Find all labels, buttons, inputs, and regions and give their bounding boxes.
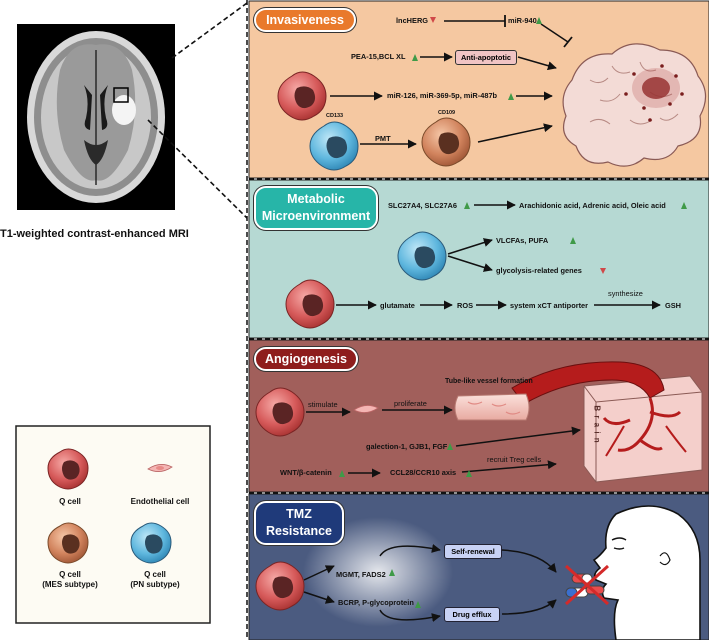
cd109-label: CD109	[438, 110, 456, 116]
metabolic-title-box: Metabolic Microenvironment	[254, 186, 378, 230]
legend-box	[15, 425, 211, 624]
up-arrow-icon	[466, 470, 472, 477]
gsh-label: GSH	[665, 301, 682, 310]
treg-label: recruit Treg cells	[487, 455, 542, 464]
brain-tissue-block	[583, 375, 703, 483]
anti-apoptotic-box: Anti-apoptotic	[455, 50, 517, 65]
metabolic-pn-cell	[397, 231, 447, 281]
down-arrow-icon	[600, 268, 606, 274]
pills-crossed	[564, 564, 610, 606]
pmt-label: PMT	[375, 134, 391, 143]
cd133-label: CD133	[326, 113, 344, 119]
up-arrow-icon	[389, 569, 395, 576]
legend-pn-label-1: Q cell	[144, 570, 166, 579]
invasiveness-mes-cell	[421, 117, 471, 167]
lncherg-label: lncHERG	[396, 16, 429, 25]
tmz-title-line2: Resistance	[265, 524, 332, 538]
up-arrow-icon	[536, 17, 542, 24]
legend-q-cell-label: Q cell	[59, 497, 81, 506]
legend-pn-cell	[130, 522, 172, 564]
glutamate-label: glutamate	[380, 301, 415, 310]
up-arrow-icon	[508, 93, 514, 100]
angio-endothelial-cell	[353, 405, 379, 413]
mri-caption: T1-weighted contrast-enhanced MRI	[0, 228, 189, 240]
callout-line-top	[171, 2, 248, 59]
legend-mes-label-2: (MES subtype)	[42, 580, 98, 589]
mir940-label: miR-940	[508, 16, 537, 25]
up-arrow-icon	[339, 470, 345, 477]
vlcfas-label: VLCFAs, PUFA	[496, 236, 549, 245]
legend-endothelial-label: Endothelial cell	[130, 497, 190, 506]
invasiveness-title: Invasiveness	[254, 8, 356, 32]
acids-label: Arachidonic acid, Adrenic acid, Oleic ac…	[519, 201, 666, 210]
bcrp-label: BCRP, P-glycoprotein	[338, 598, 414, 607]
tmz-q-cell	[255, 561, 305, 611]
legend-pn-label-2: (PN subtype)	[130, 580, 180, 589]
stimulate-label: stimulate	[308, 400, 338, 409]
ros-label: ROS	[457, 301, 474, 310]
blood-vessel	[511, 361, 687, 457]
galectin-label: galection-1, GJB1, FGF	[366, 442, 448, 451]
up-arrow-icon	[681, 202, 687, 209]
brain-illustration	[562, 43, 707, 167]
brain-label: B r a i n	[592, 405, 602, 444]
ccl-label: CCL28/CCR10 axis	[390, 468, 457, 477]
mgmt-label: MGMT, FADS2	[336, 570, 386, 579]
inhibit-line-mir940	[540, 23, 569, 43]
tube-vessel	[454, 393, 530, 421]
up-arrow-icon	[570, 237, 576, 244]
mri-image	[17, 24, 175, 210]
down-arrow-icon	[430, 17, 436, 23]
metabolic-title-line2: Microenvironment	[261, 209, 371, 223]
slc-label: SLC27A4, SLC27A6	[388, 201, 458, 210]
tmz-title-box: TMZ Resistance	[254, 501, 344, 545]
legend-mes-cell	[47, 522, 89, 564]
legend-q-cell	[47, 448, 89, 490]
legend-mes-label-1: Q cell	[59, 570, 81, 579]
callout-line-bottom	[147, 119, 248, 219]
xct-label: system xCT antiporter	[510, 301, 589, 310]
drug-efflux-box: Drug efflux	[444, 607, 500, 622]
wnt-label: WNT/β-catenin	[280, 468, 332, 477]
metabolic-title-line1: Metabolic	[287, 192, 345, 206]
tmz-title-line1: TMZ	[286, 507, 312, 521]
up-arrow-icon	[415, 601, 421, 608]
tmz-glow	[303, 517, 453, 627]
up-arrow-icon	[447, 443, 453, 450]
up-arrow-icon	[412, 54, 418, 61]
self-renewal-box: Self-renewal	[444, 544, 502, 559]
invasiveness-pn-cell	[309, 121, 359, 171]
angiogenesis-title: Angiogenesis	[254, 347, 358, 371]
angio-q-cell	[255, 387, 305, 437]
glycolysis-label: glycolysis-related genes	[496, 266, 582, 275]
proliferate-label: proliferate	[394, 399, 427, 408]
tube-label: Tube-like vessel formation	[445, 378, 533, 385]
invasiveness-q-cell	[277, 71, 327, 121]
legend-endothelial-cell	[147, 464, 173, 472]
metabolic-q-cell	[285, 279, 335, 329]
up-arrow-icon	[464, 202, 470, 209]
synthesize-label: synthesize	[608, 289, 643, 298]
mirs-label: miR-126, miR-369-5p, miR-487b	[387, 91, 498, 100]
pea15-label: PEA-15,BCL XL	[351, 52, 406, 61]
